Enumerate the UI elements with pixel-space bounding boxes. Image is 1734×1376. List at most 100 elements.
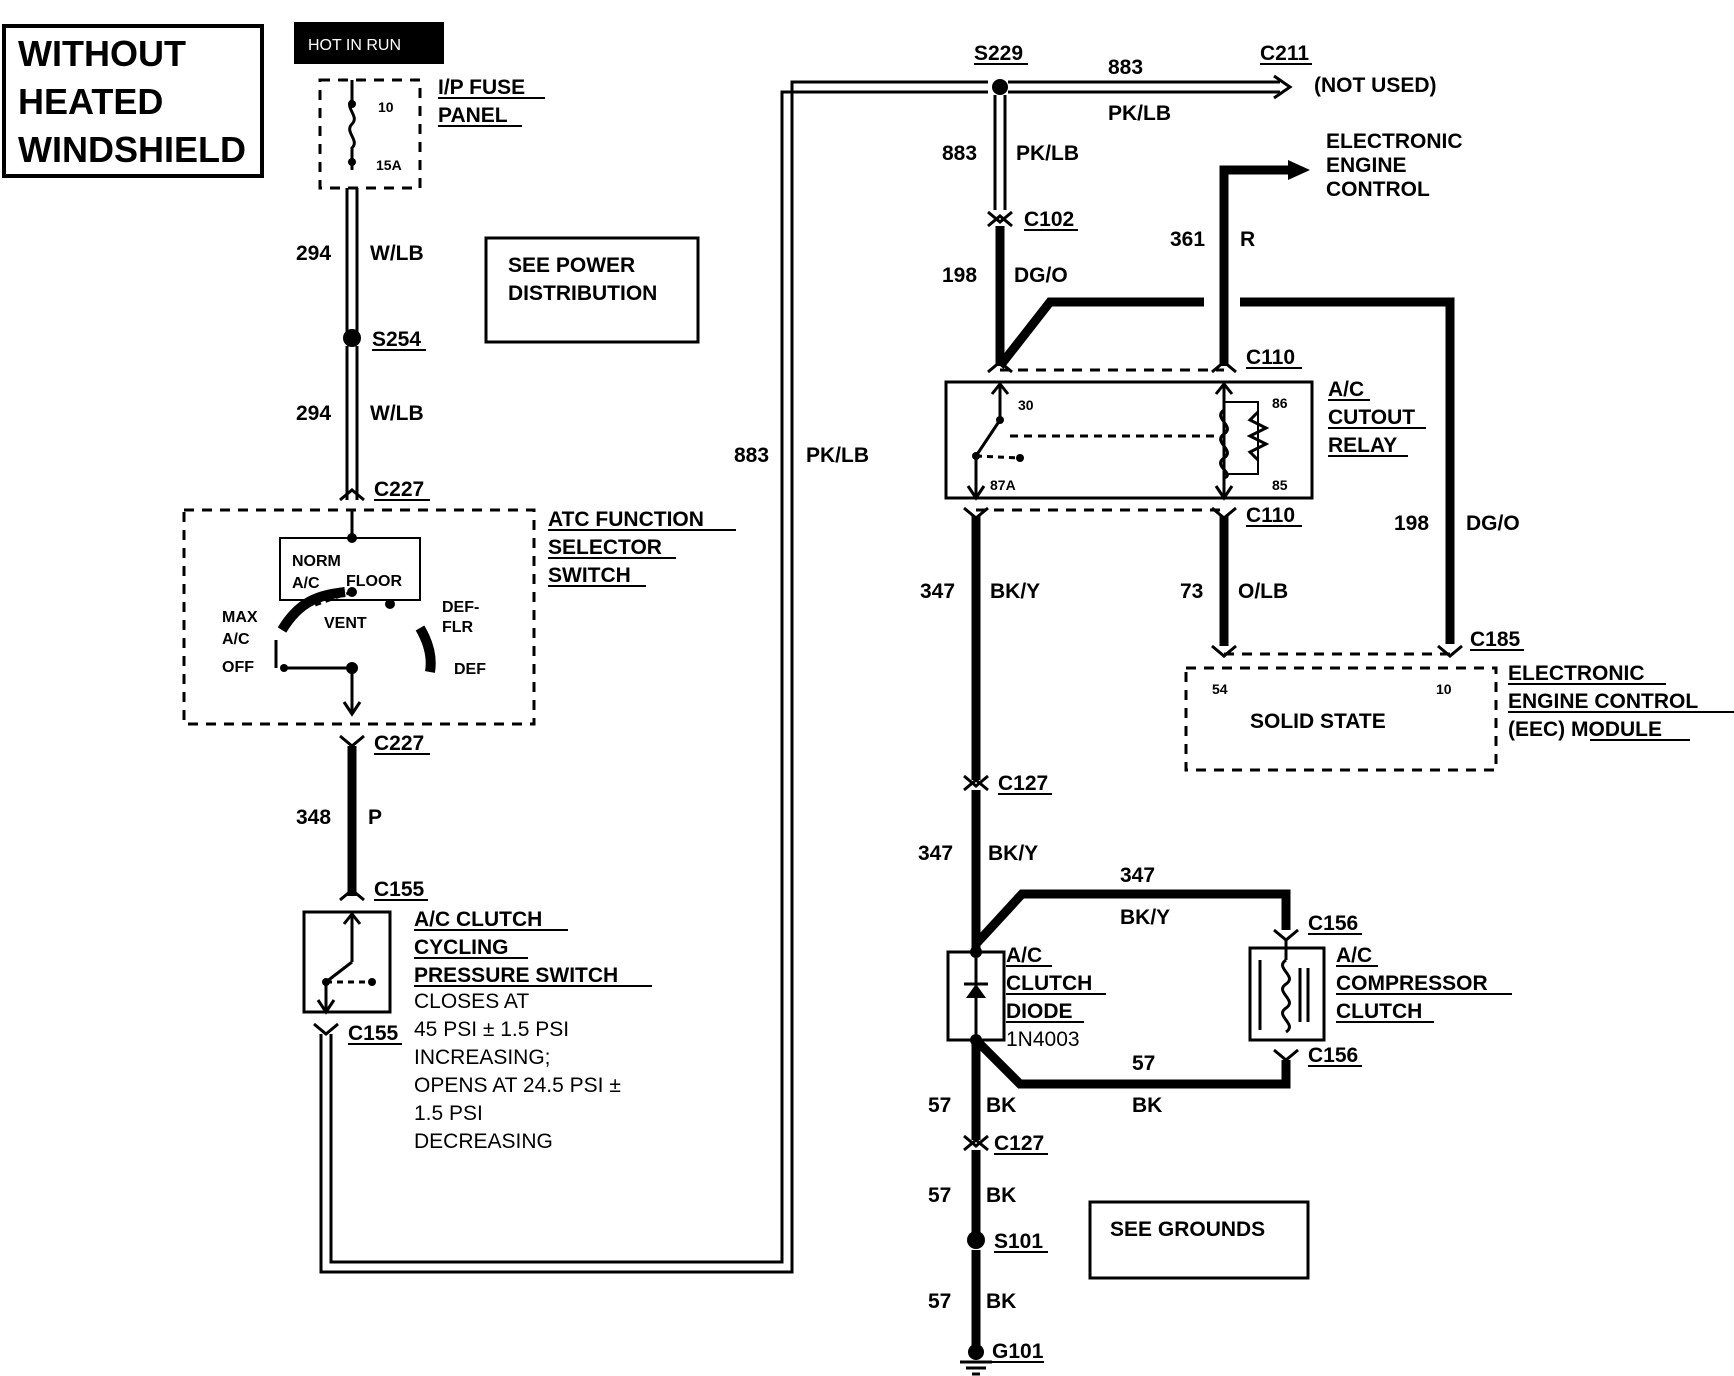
- relay-label-2: CUTOUT: [1328, 406, 1415, 429]
- eec-line-3: CONTROL: [1326, 178, 1430, 201]
- connector-c127-top: C127: [963, 772, 1052, 795]
- wire-294-lower-color: W/LB: [370, 402, 424, 425]
- clutch-desc-3: INCREASING;: [414, 1046, 551, 1069]
- hot-in-run-text: HOT IN RUN: [308, 37, 401, 54]
- connector-c102-label: C102: [1024, 208, 1074, 231]
- connector-c227-bottom: C227: [339, 732, 430, 755]
- clutch-desc-5: 1.5 PSI: [414, 1102, 483, 1125]
- wire-57b-color: BK: [986, 1094, 1016, 1117]
- wire-347b-num: 347: [918, 842, 953, 865]
- eec-line-2: ENGINE: [1326, 154, 1407, 177]
- pos-off: OFF: [222, 659, 254, 676]
- wire-883-to-c211: 883 PK/LB C211 (NOT USED): [1008, 42, 1437, 125]
- see-power-distribution-box: SEE POWER DISTRIBUTION: [484, 236, 700, 344]
- wire-73-num: 73: [1180, 580, 1203, 603]
- eec-pin-54: 54: [1212, 681, 1228, 697]
- wire-361-color: R: [1240, 228, 1255, 251]
- title-line-3: WINDSHIELD: [18, 129, 246, 170]
- relay-pin-86: 86: [1272, 395, 1288, 411]
- atc-label-3: SWITCH: [548, 564, 631, 587]
- see-grounds-text: SEE GROUNDS: [1110, 1218, 1265, 1241]
- wire-361: 361 R ELECTRONIC ENGINE CONTROL: [1170, 130, 1463, 366]
- wire-294-upper-num: 294: [296, 242, 331, 265]
- atc-function-selector-switch: NORM A/C FLOOR VENT MAX A/C OFF DEF- FLR…: [182, 508, 736, 726]
- connector-c155-top-label: C155: [374, 878, 425, 901]
- wire-348-color: P: [368, 806, 382, 829]
- eec-module-label-2: ENGINE CONTROL: [1508, 690, 1698, 713]
- splice-s229: S229: [974, 42, 1028, 95]
- wire-57b-num: 57: [928, 1094, 951, 1117]
- wire-57c-num: 57: [928, 1184, 951, 1207]
- wire-361-num: 361: [1170, 228, 1205, 251]
- wire-73-color: O/LB: [1238, 580, 1288, 603]
- ground-g101: G101: [960, 1340, 1044, 1376]
- title-box: WITHOUT HEATED WINDSHIELD: [2, 24, 264, 178]
- clutch-switch-label-1: A/C CLUTCH: [414, 908, 542, 931]
- wire-198-upper: 198 DG/O: [942, 226, 1068, 366]
- wire-57-segment-1: 57 BK: [928, 1040, 1016, 1140]
- connector-c127-top-label: C127: [998, 772, 1048, 795]
- atc-label-2: SELECTOR: [548, 536, 662, 559]
- see-power-line-2: DISTRIBUTION: [508, 282, 657, 305]
- wire-294-lower: 294 W/LB: [296, 346, 424, 500]
- connector-c102: C102: [987, 208, 1078, 231]
- wire-198-right: [1240, 297, 1455, 644]
- splice-s254: S254: [343, 328, 426, 351]
- connector-c185: C185: [1211, 628, 1524, 658]
- diode-label-2: CLUTCH: [1006, 972, 1092, 995]
- pos-floor: FLOOR: [346, 573, 402, 590]
- wire-347-upper: 347 BK/Y: [920, 516, 1040, 780]
- eec-line-1: ELECTRONIC: [1326, 130, 1463, 153]
- wire-347a-color: BK/Y: [990, 580, 1040, 603]
- relay-label-1: A/C: [1328, 378, 1364, 401]
- wire-883h-num: 883: [1108, 56, 1143, 79]
- wire-294-upper: 294 W/LB: [296, 188, 424, 336]
- fuse-panel-label-2: PANEL: [438, 104, 508, 127]
- wire-73: 73 O/LB: [1180, 516, 1288, 646]
- clutch-desc-6: DECREASING: [414, 1130, 553, 1153]
- relay-pin-87a: 87A: [990, 477, 1016, 493]
- wire-198-crossover: [996, 297, 1204, 369]
- see-power-line-1: SEE POWER: [508, 254, 635, 277]
- splice-s101-label: S101: [994, 1230, 1043, 1253]
- wire-57d-num: 57: [928, 1290, 951, 1313]
- pos-def-flr: DEF-: [442, 599, 479, 616]
- connector-c110-top-label: C110: [1246, 346, 1295, 369]
- eec-module: 54 10 SOLID STATE ELECTRONIC ENGINE CONT…: [1184, 662, 1734, 772]
- wire-347b-color: BK/Y: [988, 842, 1038, 865]
- compressor-label-1: A/C: [1336, 944, 1372, 967]
- pos-max-ac: A/C: [222, 631, 250, 648]
- wire-883h-color: PK/LB: [1108, 102, 1171, 125]
- clutch-switch-label-2: CYCLING: [414, 936, 509, 959]
- ground-g101-label: G101: [992, 1340, 1044, 1363]
- connector-c127-bottom-label: C127: [994, 1132, 1044, 1155]
- connector-c156-bottom-label: C156: [1308, 1044, 1358, 1067]
- wire-347-branch: 347 BK/Y: [972, 864, 1291, 948]
- splice-s101: S101: [967, 1230, 1048, 1253]
- wire-57-segment-3: 57 BK: [928, 1250, 1016, 1346]
- wire-347c-color: BK/Y: [1120, 906, 1170, 929]
- title-line-1: WITHOUT: [18, 33, 186, 74]
- connector-c211-label: C211: [1260, 42, 1309, 65]
- wire-57c-color: BK: [986, 1184, 1016, 1207]
- wire-348-num: 348: [296, 806, 331, 829]
- not-used-label: (NOT USED): [1314, 74, 1437, 97]
- splice-s254-label: S254: [372, 328, 421, 351]
- fuse-rating: 15A: [376, 157, 402, 173]
- wire-883v-color: PK/LB: [1016, 142, 1079, 165]
- splice-s229-label: S229: [974, 42, 1023, 65]
- connector-c155-bottom: C155: [313, 1022, 402, 1045]
- wire-198a-num: 198: [942, 264, 977, 287]
- wire-57-segment-2: 57 BK: [928, 1150, 1016, 1236]
- connector-c110-bottom-label: C110: [1246, 504, 1295, 527]
- wire-57a-num: 57: [1132, 1052, 1155, 1075]
- pos-norm: NORM: [292, 553, 341, 570]
- ac-clutch-cycling-pressure-switch: A/C CLUTCH CYCLING PRESSURE SWITCH CLOSE…: [302, 908, 652, 1153]
- connector-c227-top: C227: [339, 478, 430, 502]
- eec-module-body: SOLID STATE: [1250, 710, 1386, 733]
- wire-348: 348 P: [296, 746, 382, 896]
- clutch-desc-4: OPENS AT 24.5 PSI ±: [414, 1074, 621, 1097]
- connector-c185-label: C185: [1470, 628, 1521, 651]
- pos-def: DEF: [454, 661, 486, 678]
- wire-57a-color: BK: [1132, 1094, 1162, 1117]
